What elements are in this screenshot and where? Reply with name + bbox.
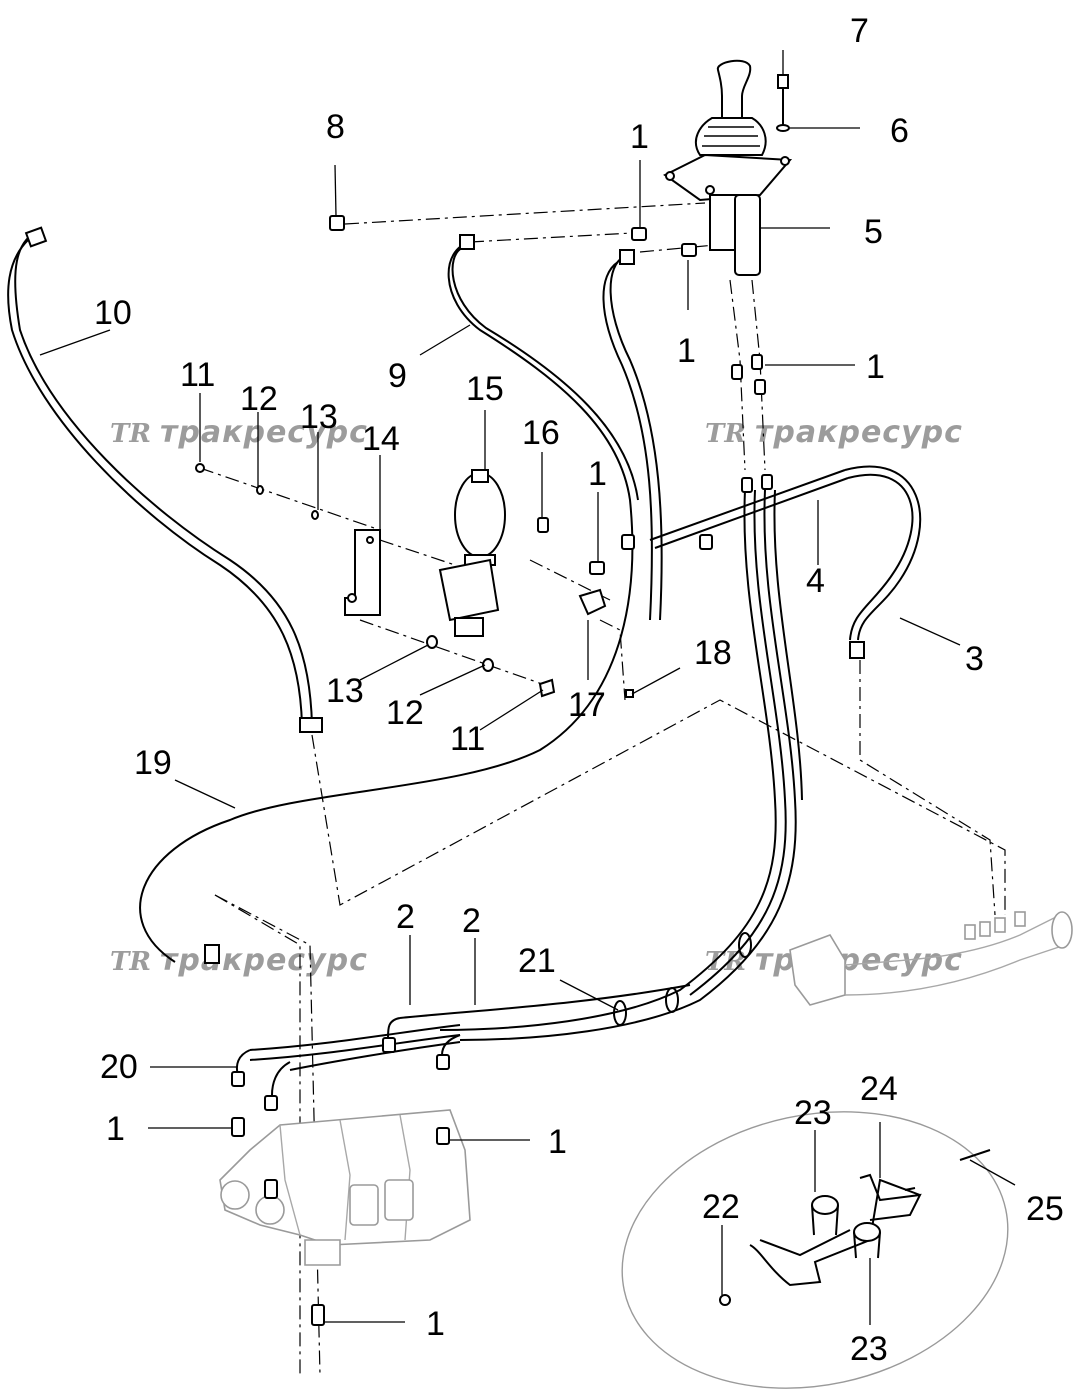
callout-20: 20 xyxy=(100,1048,138,1086)
callout-1: 1 xyxy=(588,455,607,493)
callout-7: 7 xyxy=(850,12,869,50)
leader-lines xyxy=(39,50,1016,1325)
callout-2: 2 xyxy=(396,898,415,936)
callout-16: 16 xyxy=(522,414,560,452)
svg-text:тракресурс: тракресурс xyxy=(755,943,963,978)
joystick-assembly xyxy=(663,59,793,276)
callout-13: 13 xyxy=(300,398,338,436)
callout-12: 12 xyxy=(240,380,278,418)
callout-5: 5 xyxy=(864,213,883,251)
callout-3: 3 xyxy=(965,640,984,678)
watermark-4: TR тракресурс xyxy=(705,943,963,978)
svg-text:тракресурс: тракресурс xyxy=(755,415,963,450)
callout-13: 13 xyxy=(326,672,364,710)
callout-9: 9 xyxy=(388,357,407,395)
svg-text:тракресурс: тракресурс xyxy=(160,415,368,450)
hose-5-to-valve xyxy=(602,249,663,621)
watermark-2: TR тракресурс xyxy=(705,415,963,450)
accumulator-valve-assembly xyxy=(195,463,607,698)
hose-9 xyxy=(139,234,639,964)
callout-23: 23 xyxy=(850,1330,888,1368)
callout-1: 1 xyxy=(548,1123,567,1161)
callout-1: 1 xyxy=(106,1110,125,1148)
svg-text:TR: TR xyxy=(705,419,746,449)
callout-25: 25 xyxy=(1026,1190,1064,1228)
callout-17: 17 xyxy=(568,686,606,724)
callout-8: 8 xyxy=(326,108,345,146)
hose-bundle-21 xyxy=(235,489,803,1096)
watermark-1: TR тракресурс xyxy=(110,415,368,450)
hose-10 xyxy=(7,226,323,733)
watermark-3: TR тракресурс xyxy=(110,943,368,978)
callout-2: 2 xyxy=(462,902,481,940)
svg-text:TR: TR xyxy=(110,419,151,449)
callout-21: 21 xyxy=(518,942,556,980)
callout-24: 24 xyxy=(860,1070,898,1108)
callout-15: 15 xyxy=(466,370,504,408)
hose-4 xyxy=(649,465,922,659)
pump-outlet-fitting xyxy=(789,911,1073,1006)
callout-4: 4 xyxy=(806,562,825,600)
callout-18: 18 xyxy=(694,634,732,672)
callout-1: 1 xyxy=(677,332,696,370)
callout-1: 1 xyxy=(866,348,885,386)
callout-12: 12 xyxy=(386,694,424,732)
callout-1: 1 xyxy=(426,1305,445,1343)
callout-22: 22 xyxy=(702,1188,740,1226)
callout-6: 6 xyxy=(890,112,909,150)
fittings xyxy=(231,215,773,1326)
callout-11: 11 xyxy=(180,356,215,394)
svg-text:тракресурс: тракресурс xyxy=(160,943,368,978)
callout-19: 19 xyxy=(134,744,172,782)
callout-11: 11 xyxy=(450,720,485,758)
callout-14: 14 xyxy=(362,420,400,458)
callout-1: 1 xyxy=(630,118,649,156)
callout-10: 10 xyxy=(94,294,132,332)
callout-23: 23 xyxy=(794,1094,832,1132)
callout-labels: 7 6 5 8 1 1 1 10 9 11 12 13 14 15 16 1 4… xyxy=(94,12,1064,1368)
svg-text:TR: TR xyxy=(110,947,151,977)
clamp-detail-view xyxy=(621,1111,1009,1389)
control-valve-block xyxy=(219,1109,471,1266)
